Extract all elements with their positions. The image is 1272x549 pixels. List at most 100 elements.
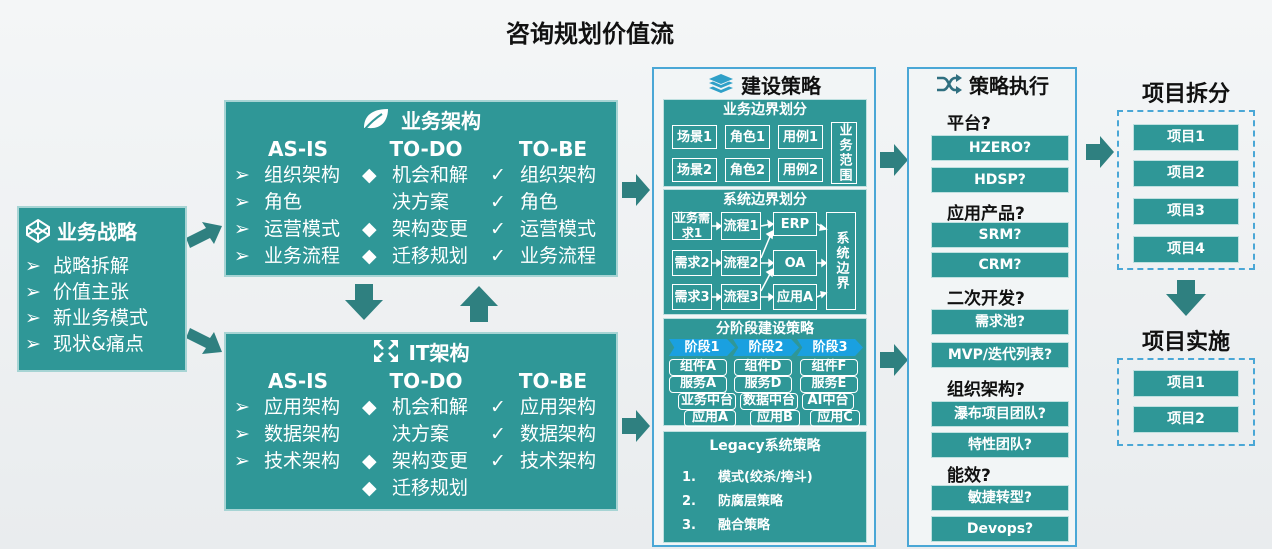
arrow-exec-to-split: [1086, 136, 1114, 168]
exec-item-agile: 敏捷转型?: [931, 485, 1069, 511]
build-strategy-title: 建设策略: [741, 73, 821, 98]
project-split-title: 项目拆分: [1141, 82, 1230, 107]
service-d: 服务D: [734, 376, 792, 393]
business-architecture-title: 业务架构: [401, 108, 481, 133]
legacy-strategy-title: Legacy系统策略: [709, 438, 821, 454]
group-efficiency: 能效?: [947, 466, 991, 486]
arrow-biz-to-build: [622, 174, 650, 206]
arrow-build-to-exec-top: [880, 144, 908, 176]
strategy-item: ➢新业务模式: [25, 307, 149, 329]
todo-column: TO-DO ◆机会和解 决方案 ◆架构变更 ◆迁移规划: [362, 368, 490, 502]
component-d: 组件D: [734, 359, 792, 376]
bullet-icon: ➢: [234, 191, 250, 213]
component-a: 组件A: [669, 359, 727, 376]
scene-2: 场景2: [672, 158, 717, 182]
check-icon: ✓: [490, 245, 506, 267]
split-project-4: 项目4: [1133, 236, 1239, 263]
legacy-item: 2.防腐层策略: [682, 494, 784, 509]
app-b-phase: 应用B: [750, 410, 800, 427]
exec-item-hdsp: HDSP?: [931, 167, 1069, 193]
tobe-column: TO-BE ✓应用架构 ✓数据架构 ✓技术架构: [490, 368, 616, 502]
diamond-icon: ◆: [362, 245, 377, 267]
arrow-strategy-to-it: [186, 328, 222, 354]
business-boundary-section: 业务边界划分 场景1 角色1 用例1 场景2 角色2 用例2 业务范围: [663, 99, 867, 187]
check-icon: ✓: [490, 164, 506, 186]
group-secondary-dev: 二次开发?: [947, 289, 1025, 309]
project-impl-box: 项目1 项目2: [1117, 358, 1255, 446]
business-scope: 业务范围: [831, 122, 857, 184]
bullet-icon: ➢: [25, 307, 41, 329]
bullet-icon: ➢: [25, 281, 41, 303]
bullet-icon: ➢: [234, 164, 250, 186]
bullet-icon: ➢: [25, 333, 41, 355]
legacy-item: 1.模式(绞杀/挎斗): [682, 470, 813, 485]
app-a-phase: 应用A: [684, 410, 736, 427]
need-1: 业务需求1: [672, 211, 712, 240]
exec-item-devops: Devops?: [931, 516, 1069, 542]
asis-column: AS-IS ➢组织架构 ➢角色 ➢运营模式 ➢业务流程: [234, 136, 362, 270]
diamond-icon: ◆: [362, 218, 377, 240]
usecase-1: 用例1: [778, 125, 823, 149]
check-icon: ✓: [490, 218, 506, 240]
business-strategy-header: 业务战略: [25, 216, 179, 245]
split-project-2: 项目2: [1133, 160, 1239, 187]
bullet-icon: ➢: [234, 396, 250, 418]
role-1: 角色1: [725, 125, 770, 149]
business-architecture-columns: AS-IS ➢组织架构 ➢角色 ➢运营模式 ➢业务流程 TO-DO ◆机会和解 …: [226, 136, 616, 270]
arrow-split-to-impl: [1166, 280, 1206, 316]
todo-column: TO-DO ◆机会和解 决方案 ◆架构变更 ◆迁移规划: [362, 136, 490, 270]
asis-column: AS-IS ➢应用架构 ➢数据架构 ➢技术架构: [234, 368, 362, 502]
group-platform: 平台?: [947, 114, 991, 134]
role-2: 角色2: [725, 158, 770, 182]
exec-item-waterfall-team: 瀑布项目团队?: [931, 401, 1069, 427]
shuffle-icon: [937, 74, 962, 94]
split-project-3: 项目3: [1133, 198, 1239, 225]
bullet-icon: ➢: [234, 423, 250, 445]
phased-strategy-section: 分阶段建设策略 阶段1 阶段2 阶段3 组件A 组件D 组件F 服务A 服务D …: [663, 318, 867, 427]
expand-arrows-icon: [374, 340, 399, 362]
strategy-item: ➢战略拆解: [25, 255, 130, 277]
strategy-execution-panel: 策略执行 平台? HZERO? HDSP? 应用产品? SRM? CRM? 二次…: [907, 67, 1077, 547]
data-middle-platform: 数据中台: [740, 393, 798, 410]
exec-item-demand-pool: 需求池?: [931, 309, 1069, 335]
need-2: 需求2: [672, 250, 712, 276]
system-boundary-section: 系统边界划分 业务需求1 流程1 ERP 需求2 流程2 OA 需求3 流程3 …: [663, 189, 867, 315]
scene-1: 场景1: [672, 125, 717, 149]
exec-item-feature-team: 特性团队?: [931, 432, 1069, 458]
arrow-it-to-build: [622, 410, 650, 442]
usecase-2: 用例2: [778, 158, 823, 182]
app-c-phase: 应用C: [810, 410, 860, 427]
impl-project-1: 项目1: [1133, 370, 1239, 397]
bullet-icon: ➢: [234, 245, 250, 267]
stage-1: 阶段1: [669, 339, 735, 356]
tobe-column: TO-BE ✓组织架构 ✓角色 ✓运营模式 ✓业务流程: [490, 136, 616, 270]
exec-item-srm: SRM?: [931, 222, 1069, 248]
leaf-icon: [364, 109, 388, 130]
service-a: 服务A: [669, 376, 727, 393]
it-architecture-columns: AS-IS ➢应用架构 ➢数据架构 ➢技术架构 TO-DO ◆机会和解 决方案 …: [226, 368, 616, 502]
system-boundary-title: 系统边界划分: [723, 192, 807, 208]
strategy-item: ➢价值主张: [25, 281, 130, 303]
stage-2: 阶段2: [733, 339, 799, 356]
business-architecture-header: 业务架构: [226, 102, 616, 136]
arrow-biz-to-it: [345, 284, 383, 320]
component-f: 组件F: [800, 359, 858, 376]
check-icon: ✓: [490, 423, 506, 445]
business-middle-platform: 业务中台: [678, 393, 736, 410]
diamond-icon: ◆: [362, 164, 377, 186]
check-icon: ✓: [490, 396, 506, 418]
page-title: 咨询规划价值流: [506, 20, 674, 48]
check-icon: ✓: [490, 450, 506, 472]
strategy-execution-header: 策略执行: [909, 69, 1075, 99]
business-architecture-box: 业务架构 AS-IS ➢组织架构 ➢角色 ➢运营模式 ➢业务流程 TO-DO ◆…: [224, 100, 618, 277]
ai-middle-platform: AI中台: [802, 393, 854, 410]
codepen-icon: [26, 218, 50, 243]
arrow-build-to-exec-bottom: [880, 344, 908, 376]
diamond-icon: ◆: [362, 450, 377, 472]
bullet-icon: ➢: [25, 255, 41, 277]
exec-item-mvp: MVP/迭代列表?: [931, 342, 1069, 368]
exec-item-hzero: HZERO?: [931, 135, 1069, 161]
group-app-product: 应用产品?: [947, 204, 1025, 224]
business-strategy-box: 业务战略 ➢战略拆解 ➢价值主张 ➢新业务模式 ➢现状&痛点: [17, 206, 187, 372]
split-project-1: 项目1: [1133, 124, 1239, 151]
